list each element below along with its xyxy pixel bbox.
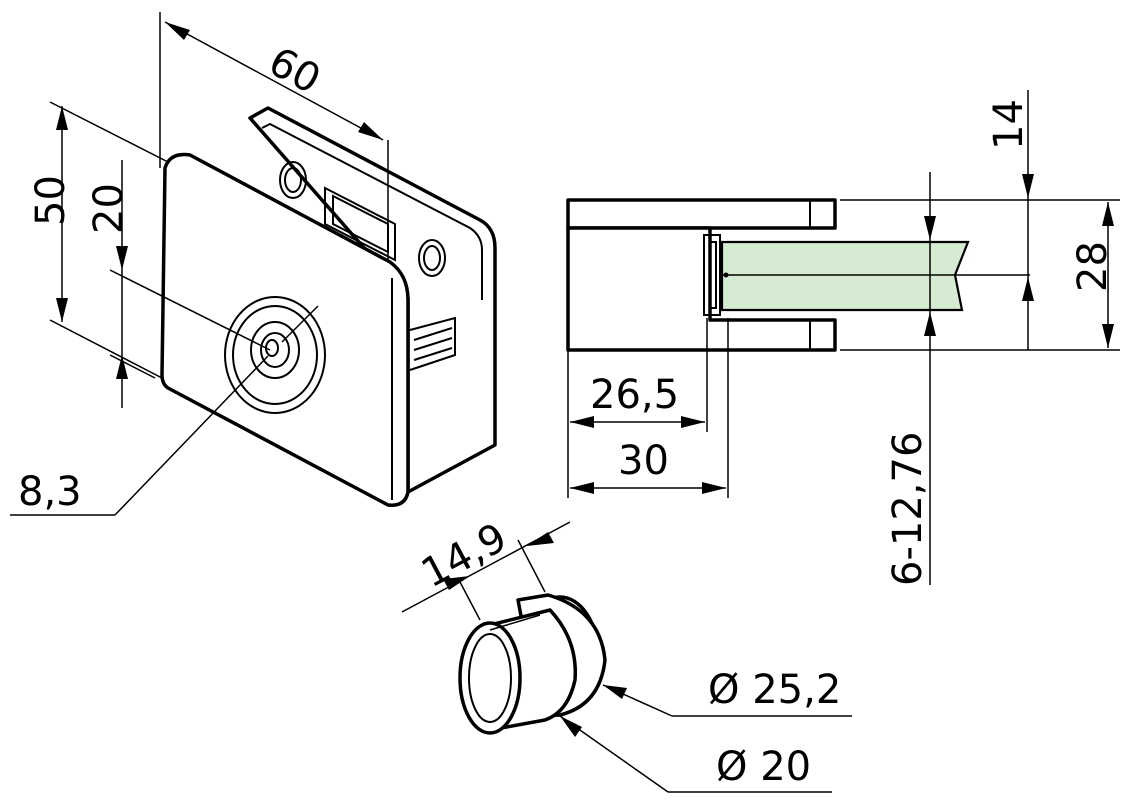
dim-8-3-label: 8,3 <box>18 469 82 515</box>
dim-30-label: 30 <box>618 438 669 484</box>
dimension-dia-25-2: Ø 25,2 <box>602 667 852 717</box>
dimension-glass-range: 6-12,76 <box>885 172 936 586</box>
dimension-8-3: 8,3 <box>10 305 319 516</box>
dimension-14: 14 <box>840 90 1045 350</box>
dim-dia-20-label: Ø 20 <box>716 744 811 790</box>
dim-20-label: 20 <box>86 183 132 234</box>
glass-panel <box>720 240 970 312</box>
dim-14-label: 14 <box>986 99 1032 150</box>
dim-14-9-label: 14,9 <box>414 515 514 597</box>
dim-dia-25-2-label: Ø 25,2 <box>708 667 841 713</box>
dim-60-label: 60 <box>261 39 328 104</box>
dim-glass-range-label: 6-12,76 <box>885 432 931 586</box>
dimension-50: 50 <box>28 101 169 379</box>
dimension-20: 20 <box>86 160 271 408</box>
clamp-isometric-view <box>160 106 497 507</box>
dim-28-label: 28 <box>1070 241 1116 292</box>
dim-26-5-label: 26,5 <box>590 372 679 418</box>
dim-50-label: 50 <box>28 175 74 226</box>
clamp-side-section <box>566 198 1030 352</box>
dimension-26-5: 26,5 <box>567 318 708 498</box>
dimension-30: 30 <box>570 318 729 498</box>
bushing <box>458 593 607 735</box>
dimension-dia-20: Ø 20 <box>559 715 832 793</box>
dimension-28: 28 <box>840 199 1120 351</box>
